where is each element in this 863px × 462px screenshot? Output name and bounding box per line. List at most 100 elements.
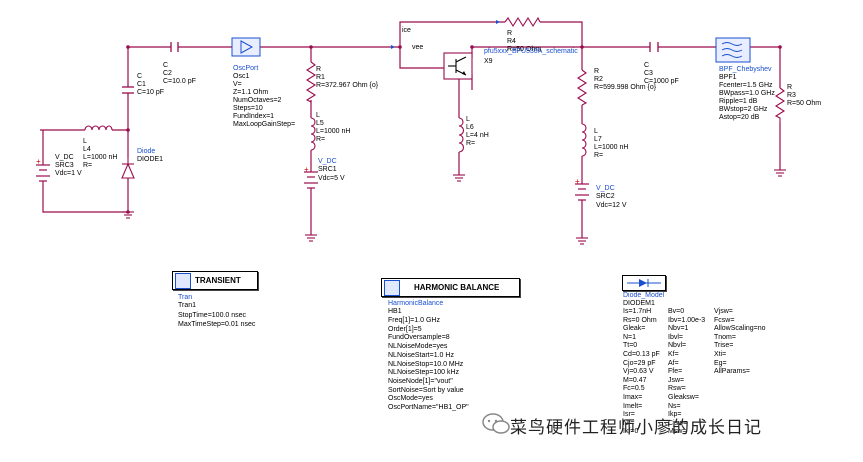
dm-param: Imelt=: [623, 402, 643, 410]
transient-type: Tran: [178, 294, 193, 301]
dm-param: Imax=: [623, 393, 643, 401]
diode-model-block[interactable]: [622, 275, 666, 291]
dm-param: Gleak=: [623, 325, 646, 333]
l5-p1: L=1000 nH: [316, 128, 351, 135]
dm-param: Cjsw=: [668, 419, 688, 427]
dm-param: Bv=0: [668, 308, 685, 315]
hb-param: NLNoiseStop=10.0 MHz: [388, 360, 464, 368]
dm-param: Eg=: [714, 359, 727, 367]
osc1-name: Osc1: [233, 73, 250, 80]
transient-controller[interactable]: TRANSIENT: [172, 271, 258, 290]
dm-param: N=1: [623, 333, 637, 341]
r4-param: R=50 Ohm: [507, 46, 542, 53]
r1-name: R1: [316, 74, 325, 81]
dm-param: Gleaksw=: [668, 393, 699, 401]
transient-title: TRANSIENT: [195, 276, 241, 285]
src1-param: Vdc=5 V: [318, 175, 345, 182]
hb-param: NLNoiseStep=100 kHz: [388, 369, 460, 377]
r4-type: R: [507, 30, 513, 37]
dm-param: Xti=: [714, 350, 727, 358]
hb-param: Freq[1]=1.0 GHz: [388, 317, 440, 324]
dm-param: Ibvl=: [668, 333, 683, 341]
x9-pin-ice: ice: [402, 27, 411, 34]
c3-type: C: [644, 62, 650, 69]
src1-name: SRC1: [318, 166, 337, 173]
c3-name: C3: [644, 70, 653, 77]
l7-p2: R=: [594, 152, 604, 159]
r2-type: R: [594, 68, 600, 75]
dm-param: Kf=: [668, 350, 679, 358]
hb-type: HarmonicBalance: [388, 300, 444, 307]
l7-p1: L=1000 nH: [594, 144, 629, 151]
src2-param: Vdc=12 V: [596, 202, 627, 209]
osc1-type: OscPort: [233, 65, 259, 72]
dm-param: Isr=: [623, 411, 635, 419]
c2-param: C=10.0 pF: [163, 78, 196, 85]
l7-name: L7: [594, 136, 602, 143]
src2-name: SRC2: [596, 193, 615, 200]
osc1-param: MaxLoopGainStep=: [233, 121, 296, 128]
osc1-param: V=: [233, 81, 242, 88]
dm-param: Is=1.7nH: [623, 308, 652, 315]
l4-name: L4: [83, 146, 91, 153]
osc1-param: Steps=10: [233, 105, 263, 112]
src3-name: SRC3: [55, 162, 74, 169]
src3-param: Vdc=1 V: [55, 170, 82, 177]
hb-param: OscMode=yes: [388, 395, 433, 403]
transient-param: MaxTimeStep=0.01 nsec: [178, 321, 256, 328]
diode-model-col3: Vjsw= Fcsw= AllowScaling=no Tnom= Trise=…: [714, 308, 766, 377]
x9-name: X9: [484, 58, 493, 65]
dm-param: Af=: [668, 359, 679, 367]
l6-name: L6: [466, 124, 474, 131]
hb-param: OscPortName="HB1_OP": [388, 404, 469, 412]
watermark-text: 菜鸟硬件工程师小廖的成长日记: [510, 418, 762, 438]
osc1-param: FundIndex=1: [233, 113, 275, 120]
r4-name: R4: [507, 38, 516, 45]
x9-label: pfu5xxx_BFU530A_schematic: [484, 48, 578, 55]
src1-type: V_DC: [318, 158, 337, 165]
r1-type: R: [316, 66, 322, 73]
harmonic-balance-controller[interactable]: HARMONIC BALANCE: [381, 278, 520, 297]
diode-model-col2: Bv=0 Ibv=1.00e-3 Nbv=1 Ibvl= Nbvl= Kf= A…: [668, 308, 705, 437]
r3-type: R: [787, 84, 793, 91]
dm-param: Nr=: [623, 419, 635, 427]
hb-title: HARMONIC BALANCE: [414, 283, 500, 292]
dm-param: AllowScaling=no: [714, 325, 766, 333]
c3-param: C=1000 pF: [644, 78, 679, 85]
dm-param: Cjo=29 pF: [623, 359, 656, 367]
c1-name: C1: [137, 81, 146, 88]
diode-model-icon: [627, 279, 661, 287]
transient-params: StopTime=100.0 nsec MaxTimeStep=0.01 nse…: [178, 311, 255, 329]
dm-param: Ikp=: [668, 411, 682, 419]
l7-type: L: [594, 128, 598, 135]
dm-param: Ikf=0: [623, 428, 639, 436]
svg-text:+: +: [36, 157, 41, 166]
l6-p1: L=4 nH: [466, 132, 489, 139]
l4-type: L: [83, 138, 87, 145]
hb-param: SortNoise=Sort by value: [388, 386, 464, 394]
dm-param: Ns=: [668, 402, 681, 410]
hb-icon: [384, 280, 400, 296]
bpf1-name: BPF1: [719, 74, 737, 81]
hb-param: NoiseNode[1]="vout": [388, 377, 453, 385]
dm-param: Rs=0 Ohm: [623, 316, 657, 324]
diode1-type: Diode: [137, 148, 156, 155]
c1-type: C: [137, 73, 143, 80]
l5-type: L: [316, 112, 320, 119]
svg-text:+: +: [575, 177, 580, 186]
dm-param: M=0.47: [623, 376, 647, 384]
osc1-params: V= Z=1.1 Ohm NumOctaves=2 Steps=10 FundI…: [233, 81, 295, 129]
hb-name: HB1: [388, 308, 402, 315]
src2-type: V_DC: [596, 185, 615, 192]
bpf1-param: Fcenter=1.5 GHz: [719, 82, 773, 89]
svg-text:+: +: [304, 165, 309, 174]
wechat-icon: [482, 413, 510, 434]
r3-param: R=50 Ohm: [787, 100, 822, 107]
transient-param: StopTime=100.0 nsec: [178, 312, 247, 319]
dm-param: Fc=0.5: [623, 385, 645, 393]
dm-param: Cd=0.13 pF: [623, 350, 660, 358]
transient-icon: [175, 273, 191, 289]
transient-name: Tran1: [178, 302, 197, 309]
